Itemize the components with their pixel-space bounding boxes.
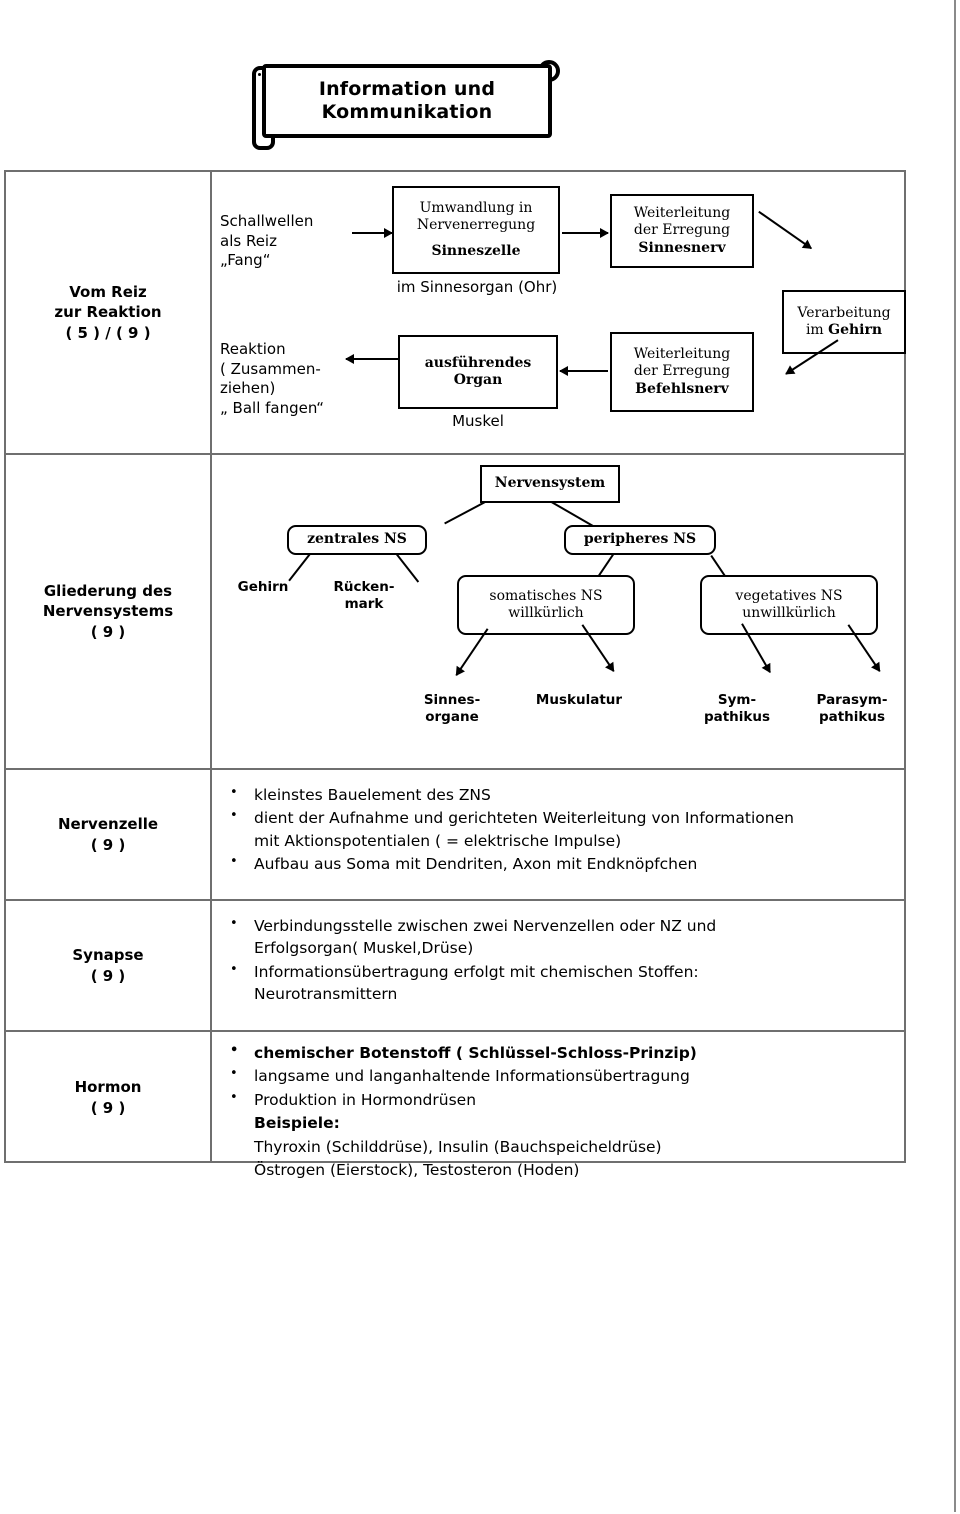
stimulus-label: Schallwellen als Reiz „Fang“ [220, 212, 314, 269]
nervenzelle-description: •kleinstes Bauelement des ZNS •dient der… [212, 770, 904, 899]
table-row: Synapse ( 9 ) •Verbindungsstelle zwische… [6, 901, 904, 1032]
effector-caption: Muskel [452, 412, 504, 430]
bullet-list: •Verbindungsstelle zwischen zwei Nervenz… [212, 915, 892, 1006]
list-item: •langsame und langanhaltende Information… [230, 1066, 690, 1086]
effector-organ-box: ausführendes Organ [398, 335, 558, 409]
table-row: Vom Reiz zur Reaktion ( 5 ) / ( 9 ) Scha… [6, 172, 906, 455]
hierarchy-leaf-gehirn: Gehirn [237, 579, 289, 595]
link-zns-to-gehirn [288, 551, 312, 582]
hierarchy-node-nervensystem: Nervensystem [480, 465, 620, 503]
banner-body: Information und Kommunikation [262, 64, 552, 138]
nervous-system-hierarchy-diagram: Nervensystem zentrales NS peripheres NS … [212, 455, 904, 768]
list-item: •chemischer Botenstoff ( Schlüssel-Schlo… [230, 1043, 697, 1062]
arrow-effector-to-reaction-icon [345, 354, 398, 364]
bullet-list: •chemischer Botenstoff ( Schlüssel-Schlo… [212, 1042, 892, 1182]
link-root-to-pns [549, 500, 594, 527]
list-item: •Produktion in Hormondrüsen [230, 1089, 477, 1109]
table-row: Gliederung des Nervensystems ( 9 ) Nerve… [6, 455, 904, 770]
hierarchy-leaf-sympathikus: Sym- pathikus [703, 692, 771, 725]
list-item: •dient der Aufnahme und gerichteten Weit… [230, 808, 794, 850]
bullet-icon: • [230, 1089, 238, 1105]
row-label-vom-reiz-zur-reaktion: Vom Reiz zur Reaktion ( 5 ) / ( 9 ) [6, 172, 212, 453]
hierarchy-node-peripheres-ns: peripheres NS [564, 525, 716, 555]
list-item: •Aufbau aus Soma mit Dendriten, Axon mit… [230, 854, 698, 874]
bullet-icon: • [230, 1043, 239, 1058]
hierarchy-leaf-muskulatur: Muskulatur [535, 692, 623, 708]
list-item: Beispiele: [254, 1114, 340, 1133]
stimulus-response-flow-diagram: Schallwellen als Reiz „Fang“ Reaktion ( … [212, 172, 906, 453]
row-label-gliederung-des-nervensystems: Gliederung des Nervensystems ( 9 ) [6, 455, 212, 768]
arrow-stimulus-to-sense-cell-icon [352, 228, 393, 238]
arrow-sensory-nerve-to-brain-icon [758, 210, 812, 250]
bullet-list: •kleinstes Bauelement des ZNS •dient der… [212, 784, 892, 876]
hierarchy-node-zentrales-ns: zentrales NS [287, 525, 427, 555]
hierarchy-leaf-rueckenmark: Rücken- mark [333, 579, 395, 612]
arrow-sense-cell-to-sensory-nerve-icon [562, 228, 609, 238]
sensory-nerve-box: Weiterleitung der Erregung Sinnesnerv [610, 194, 754, 268]
list-item: •Verbindungsstelle zwischen zwei Nervenz… [230, 916, 717, 958]
title-banner: Information und Kommunikation [248, 58, 560, 150]
sense-organ-caption: im Sinnesorgan (Ohr) [396, 278, 558, 296]
reaction-label: Reaktion ( Zusammen- ziehen) „ Ball fang… [220, 340, 325, 417]
bullet-icon: • [230, 916, 238, 931]
hierarchy-leaf-parasympathikus: Parasym- pathikus [816, 692, 888, 725]
hierarchy-leaf-sinnesorgane: Sinnes- organe [423, 692, 481, 725]
hierarchy-node-somatisches-ns: somatisches NS willkürlich [457, 575, 635, 635]
row-label-nervenzelle: Nervenzelle ( 9 ) [6, 770, 212, 899]
bullet-icon: • [230, 785, 238, 800]
list-item: Östrogen (Eierstock), Testosteron (Hoden… [254, 1161, 580, 1180]
list-item: •Informationsübertragung erfolgt mit che… [230, 961, 699, 1004]
sense-cell-box: Umwandlung in Nervenerregung Sinneszelle [392, 186, 560, 274]
row-label-hormon: Hormon ( 9 ) [6, 1032, 212, 1163]
arrow-command-nerve-to-effector-icon [559, 366, 608, 376]
bullet-icon: • [230, 961, 238, 977]
command-nerve-box: Weiterleitung der Erregung Befehlsnerv [610, 332, 754, 412]
brain-processing-box: Verarbeitung im Gehirn [782, 290, 906, 354]
bullet-icon: • [230, 854, 238, 870]
table-row: Nervenzelle ( 9 ) •kleinstes Bauelement … [6, 770, 904, 901]
arrow-sinnesorgane-icon [455, 628, 489, 676]
synapse-description: •Verbindungsstelle zwischen zwei Nervenz… [212, 901, 904, 1030]
hierarchy-node-vegetatives-ns: vegetatives NS unwillkürlich [700, 575, 878, 635]
content-table: Vom Reiz zur Reaktion ( 5 ) / ( 9 ) Scha… [4, 170, 906, 1179]
hormon-description: •chemischer Botenstoff ( Schlüssel-Schlo… [212, 1032, 904, 1179]
table-row: Hormon ( 9 ) •chemischer Botenstoff ( Sc… [6, 1032, 904, 1179]
bullet-icon: • [230, 808, 238, 824]
list-item: •kleinstes Bauelement des ZNS [230, 785, 491, 804]
page-title: Information und Kommunikation [318, 77, 496, 123]
bullet-icon: • [230, 1066, 238, 1082]
list-item: Thyroxin (Schilddrüse), Insulin (Bauchsp… [254, 1137, 662, 1156]
row-label-synapse: Synapse ( 9 ) [6, 901, 212, 1030]
